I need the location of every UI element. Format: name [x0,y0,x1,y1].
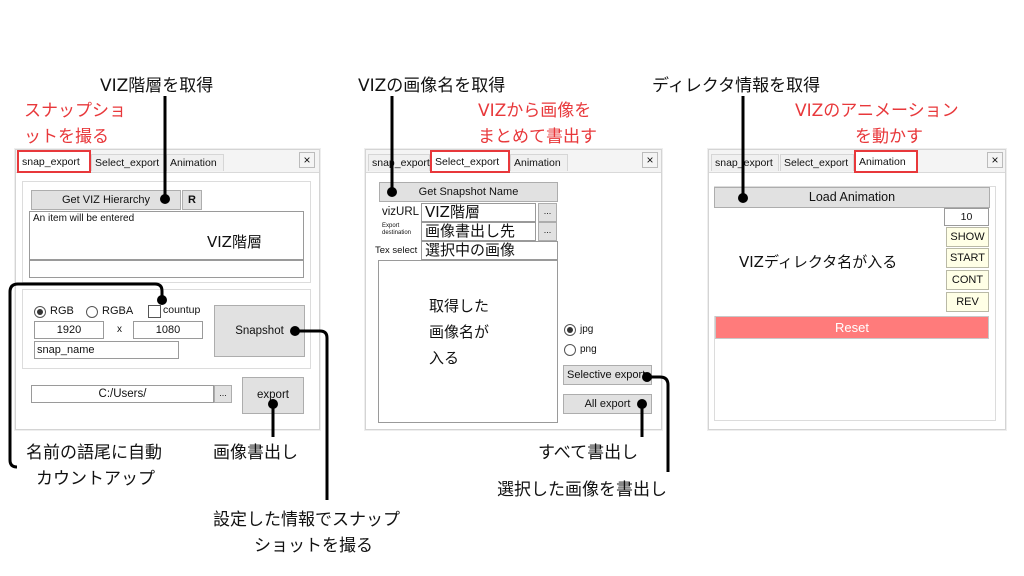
get-snapshot-name-button[interactable]: Get Snapshot Name [379,182,558,202]
image-list-hint-1: 取得した [429,297,490,315]
vizurl-input[interactable]: VIZ階層 [421,203,536,222]
tab-snap-export[interactable]: snap_export [711,154,779,171]
close-button[interactable]: × [299,152,315,168]
hierarchy-group [22,181,311,283]
annotation-snapshot-2: ショットを撮る [254,536,373,556]
times-label: x [117,324,122,335]
tab-snap-export[interactable]: snap_export [368,154,430,171]
annotation-snapshot-1: 設定した情報でスナップ [213,510,400,530]
director-list[interactable]: VIZディレクタ名が入る [714,208,944,316]
show-button[interactable]: SHOW [946,227,989,247]
image-list-hint-3: 入る [429,349,460,367]
cont-button[interactable]: CONT [946,270,989,290]
all-export-button[interactable]: All export [563,394,652,414]
annotation-snapshot-title-1: スナップショ [24,101,126,121]
height-input[interactable]: 1080 [133,321,203,339]
director-hint: VIZディレクタ名が入る [739,253,898,271]
tab-select-export[interactable]: Select_export [91,154,165,171]
hierarchy-list[interactable]: An item will be entered [29,211,304,260]
export-path-input[interactable]: C:/Users/ [31,385,214,403]
annotation-bulk-export-2: まとめて書出す [478,127,597,147]
annotation-selective-export: 選択した画像を書出し [497,480,667,500]
tab-select-export[interactable]: Select_export [780,154,854,171]
export-destination-label-1: Export [382,223,400,229]
png-label: png [580,344,597,355]
close-button[interactable]: × [987,152,1003,168]
hierarchy-placeholder: An item will be entered [33,213,135,224]
snap-name-input[interactable]: snap_name [34,341,179,359]
annotation-all-export: すべて書出し [538,443,639,463]
export-button[interactable]: export [242,377,304,414]
rev-button[interactable]: REV [946,292,989,312]
animation-panel: snap_export Select_export Animation × Lo… [708,149,1006,430]
rgb-radio[interactable] [34,306,46,318]
frame-input[interactable]: 10 [944,208,989,226]
browse-path-button[interactable]: ... [214,385,232,403]
annotation-export-image: 画像書出し [213,443,298,463]
browse-vizurl-button[interactable]: ... [538,203,557,222]
close-button[interactable]: × [642,152,658,168]
annotation-snapshot-title-2: ットを撮る [24,127,109,147]
tab-strip: snap_export Select_export Animation [366,150,661,173]
annotation-get-director: ディレクタ情報を取得 [652,76,821,96]
refresh-r-button[interactable]: R [182,190,202,210]
annotation-countup-1: 名前の語尾に自動 [26,443,162,463]
start-button[interactable]: START [946,248,989,268]
tab-strip: snap_export Select_export Animation [16,150,319,173]
tex-select-label: Tex select [375,245,418,256]
annotation-get-hierarchy: VIZ階層を取得 [100,76,214,96]
width-input[interactable]: 1920 [34,321,104,339]
tab-animation[interactable]: Animation [854,150,918,173]
image-name-list[interactable]: 取得した 画像名が 入る [378,260,558,423]
tex-select-input[interactable]: 選択中の画像 [421,241,558,260]
countup-label: countup [163,304,201,316]
load-animation-button[interactable]: Load Animation [714,187,990,208]
countup-checkbox[interactable] [148,305,161,318]
image-list-hint: 取得した 画像名が 入る [429,293,489,371]
rgba-radio[interactable] [86,306,98,318]
hierarchy-selected-field[interactable] [29,260,304,278]
get-viz-hierarchy-button[interactable]: Get VIZ Hierarchy [31,190,181,210]
annotation-animation-2: を動かす [855,127,923,147]
tab-select-export[interactable]: Select_export [430,150,510,173]
jpg-radio[interactable] [564,324,576,336]
export-destination-label: Export destination [382,223,411,237]
select-export-panel: snap_export Select_export Animation × Ge… [365,149,662,430]
tab-snap-export[interactable]: snap_export [17,150,91,173]
annotation-animation-1: VIZのアニメーション [795,101,959,121]
reset-button[interactable]: Reset [715,316,989,339]
tab-strip: snap_export Select_export Animation [709,150,1005,173]
snap-export-panel: snap_export Select_export Animation × Ge… [15,149,320,430]
rgba-label: RGBA [102,305,134,317]
selective-export-button[interactable]: Selective export [563,365,652,385]
snapshot-button[interactable]: Snapshot [214,305,305,357]
export-destination-label-2: destination [382,230,412,236]
browse-destination-button[interactable]: ... [538,222,557,241]
hierarchy-hint: VIZ階層 [207,233,262,251]
tab-animation[interactable]: Animation [166,154,224,171]
image-list-hint-2: 画像名が [429,323,490,341]
tab-animation[interactable]: Animation [510,154,568,171]
png-radio[interactable] [564,344,576,356]
vizurl-label: vizURL [382,206,420,218]
annotation-countup-2: カウントアップ [36,469,155,489]
annotation-get-image-name: VIZの画像名を取得 [358,76,506,96]
rgb-label: RGB [50,305,74,317]
annotation-bulk-export-1: VIZから画像を [478,101,592,121]
export-destination-input[interactable]: 画像書出し先 [421,222,536,241]
jpg-label: jpg [580,324,594,335]
